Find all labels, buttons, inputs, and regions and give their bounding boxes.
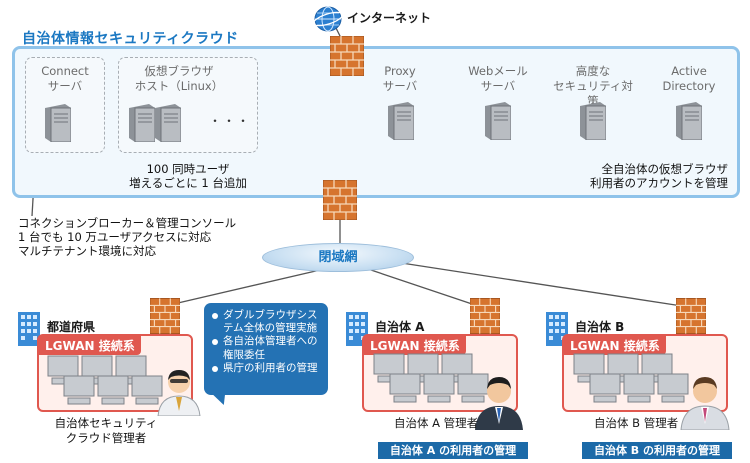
lgwan-label: LGWAN 接続系 — [564, 336, 666, 355]
closed-network-cloud: 閉域網 — [262, 243, 414, 272]
client-pc-icons — [572, 352, 702, 408]
webmail-server-label: Webメールサーバ — [468, 64, 528, 93]
municipality-b-users-label: 自治体 B の利用者の管理 — [582, 442, 732, 459]
lgwan-label: LGWAN 接続系 — [364, 336, 466, 355]
globe-icon — [313, 5, 343, 37]
firewall-icon — [675, 297, 707, 338]
building-icon — [346, 312, 368, 350]
security-server-icon — [580, 102, 607, 144]
prefecture-admin-callout: ダブルブラウザシステム全体の管理実施 各自治体管理者への権限委任 県庁の利用者の… — [204, 303, 328, 395]
municipality-b-admin-label: 自治体 B 管理者 — [594, 416, 679, 430]
virtual-host-server-icon — [155, 104, 182, 146]
proxy-server-icon — [388, 102, 415, 144]
firewall-icon — [149, 297, 181, 338]
scale-note: 100 同時ユーザ増えるごとに 1 台追加 — [129, 162, 247, 190]
callout-item: 県庁の利用者の管理 — [212, 362, 322, 375]
administrator-avatar — [680, 372, 730, 434]
internet-label: インターネット — [347, 11, 432, 25]
municipality-a-users-label: 自治体 A の利用者の管理 — [378, 442, 528, 459]
security-server-label: 高度なセキュリティ対策 — [553, 64, 633, 108]
webmail-server-icon — [485, 102, 512, 144]
closed-network-label: 閉域網 — [318, 250, 358, 265]
client-pc-icons — [46, 354, 176, 410]
callout-item: 各自治体管理者への権限委任 — [212, 335, 322, 361]
active-directory-server-icon — [676, 102, 703, 144]
account-management-note: 全自治体の仮想ブラウザ利用者のアカウントを管理 — [590, 162, 728, 190]
more-hosts-ellipsis: ・・・ — [209, 114, 252, 128]
client-pc-icons — [372, 352, 502, 408]
municipality-b-name: 自治体 B — [575, 320, 625, 334]
firewall-icon — [469, 297, 501, 338]
prefecture-admin-label: 自治体セキュリティクラウド管理者 — [54, 416, 158, 445]
municipality-a-admin-label: 自治体 A 管理者 — [394, 416, 479, 430]
cloud-title: 自治体情報セキュリティクラウド — [22, 31, 239, 47]
prefecture-name: 都道府県 — [47, 320, 96, 334]
callout-item: ダブルブラウザシステム全体の管理実施 — [212, 309, 322, 335]
administrator-avatar — [156, 366, 202, 420]
connect-server-icon — [45, 104, 72, 146]
firewall-icon — [329, 35, 365, 77]
building-icon — [18, 312, 40, 350]
administrator-avatar — [474, 372, 524, 434]
virtual-host-server-icon — [129, 104, 156, 146]
virtual-browser-host-label: 仮想ブラウザホスト（Linux） — [134, 64, 224, 93]
firewall-icon — [322, 179, 358, 221]
municipality-a-name: 自治体 A — [375, 320, 425, 334]
lgwan-label: LGWAN 接続系 — [39, 336, 141, 355]
